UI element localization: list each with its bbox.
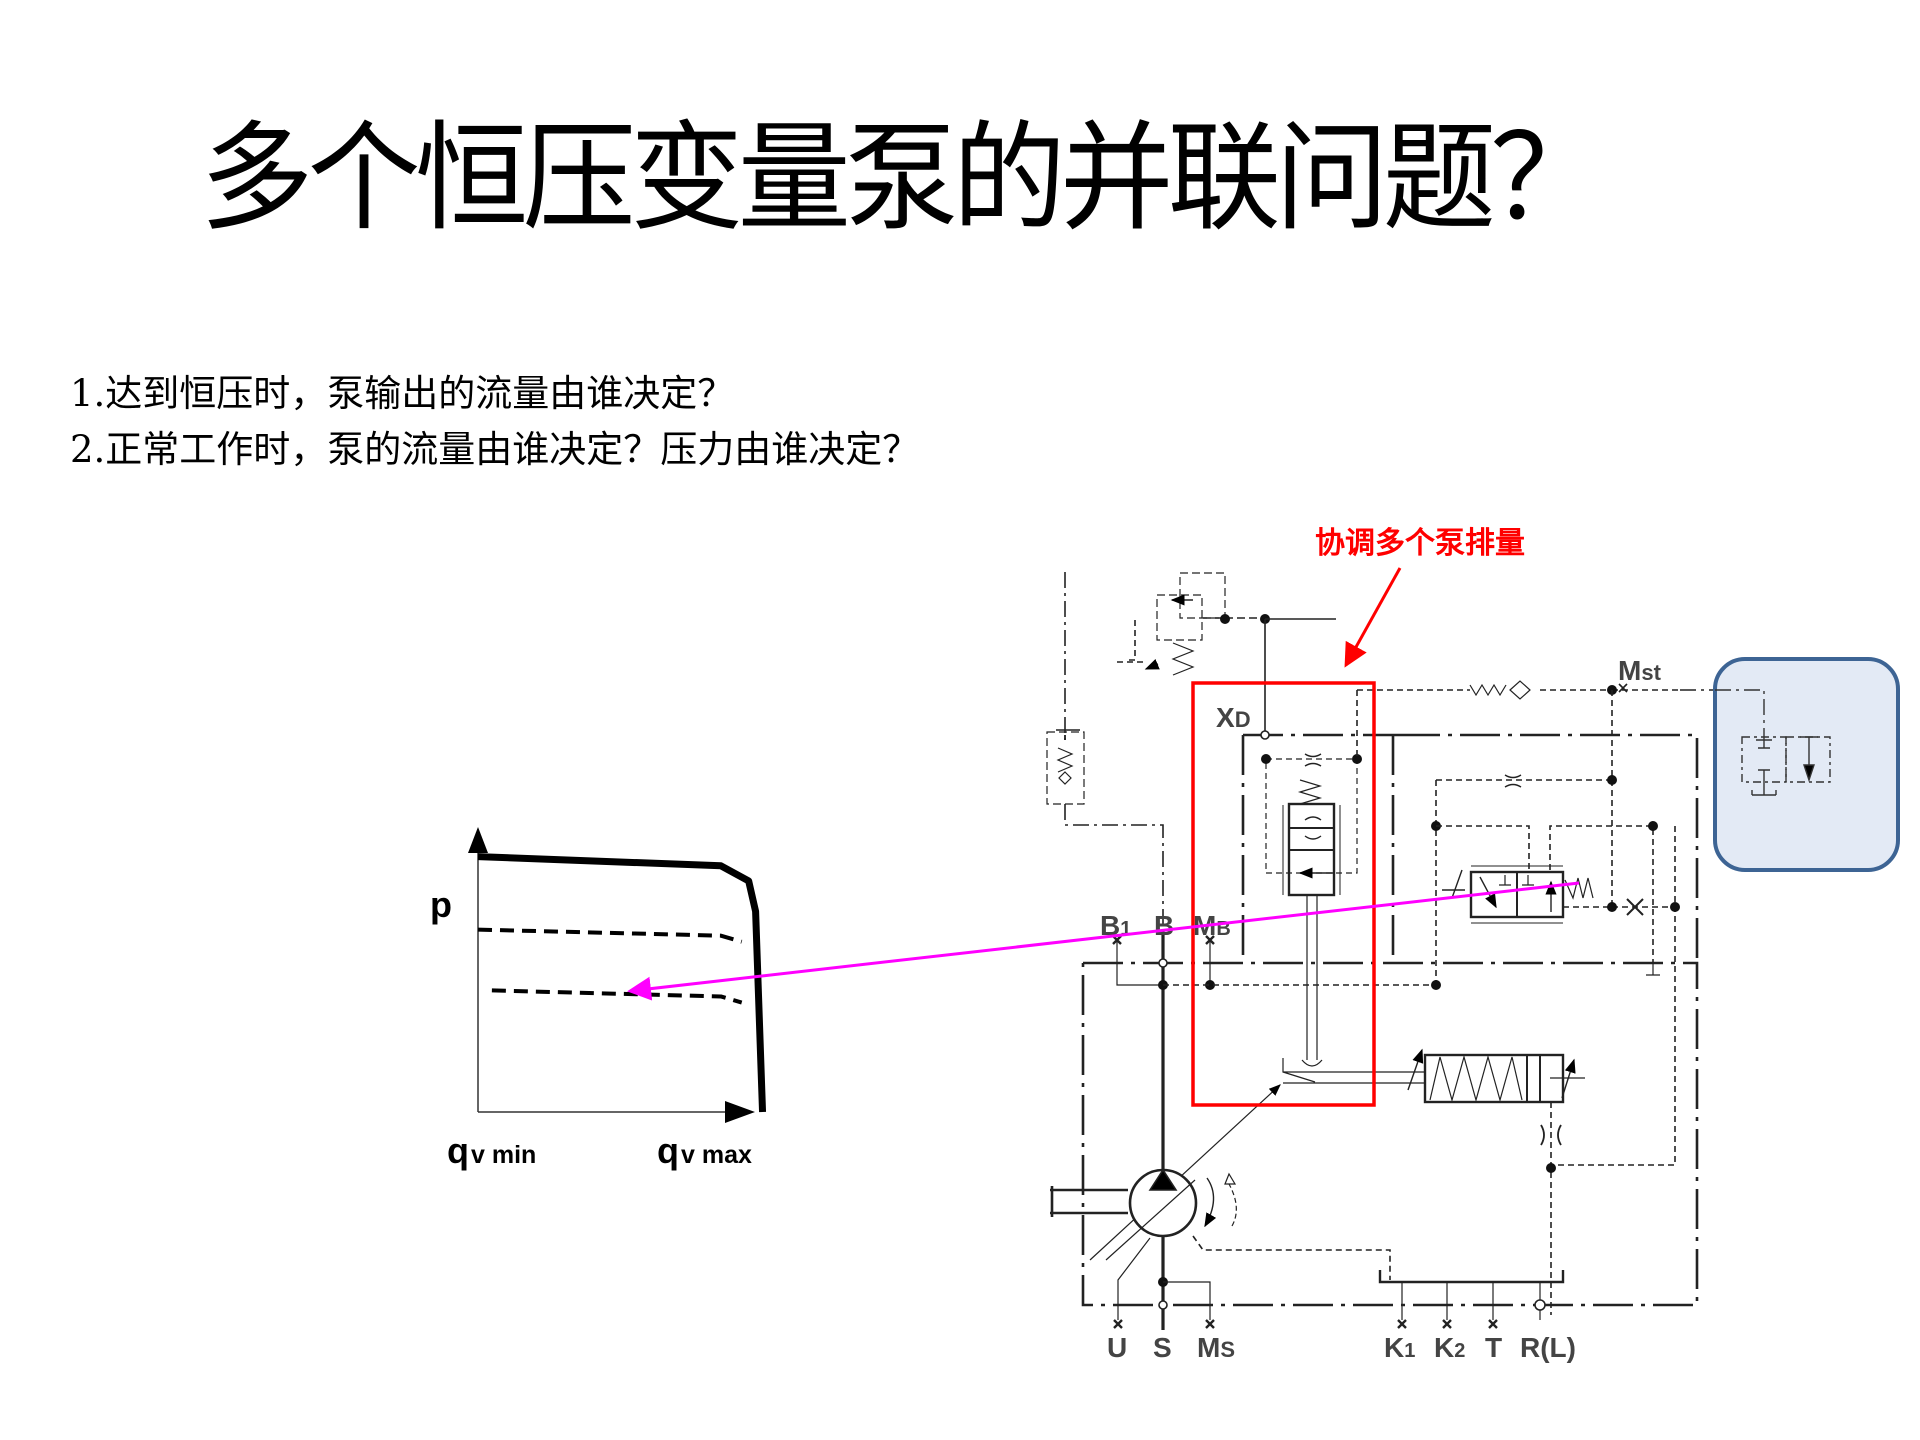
red-pointer-arrow bbox=[1344, 567, 1402, 668]
schematic-lines bbox=[1046, 572, 1761, 1330]
y-axis-label: p bbox=[430, 884, 452, 925]
slide-title: 多个恒压变量泵的并联问题？ bbox=[200, 109, 1604, 247]
highlight-box bbox=[1191, 681, 1376, 1107]
port-label-k2: K2 bbox=[1434, 1332, 1465, 1363]
pq-chart: p qv min qv max bbox=[430, 827, 767, 1171]
port-label-xd: XD bbox=[1216, 702, 1251, 733]
port-label-b: B bbox=[1154, 910, 1174, 941]
x-label-max: qv max bbox=[657, 1130, 752, 1171]
port-label-t: T bbox=[1485, 1332, 1502, 1363]
series-line-0 bbox=[477, 853, 767, 1113]
y-axis-arrow bbox=[468, 827, 488, 853]
chart-series bbox=[477, 853, 767, 1113]
annotation-label: 协调多个泵排量 bbox=[1315, 526, 1525, 561]
magenta-pointer-arrow bbox=[627, 881, 1580, 1001]
question-1: 1.达到恒压时，泵输出的流量由谁决定？ bbox=[70, 372, 735, 415]
port-label-ms: MS bbox=[1197, 1332, 1235, 1363]
port-labels: XD Mst B1 B MB U S MS K1 K2 T R(L) bbox=[1100, 655, 1662, 1363]
question-list: 1.达到恒压时，泵输出的流量由谁决定？ 2.正常工作时，泵的流量由谁决定？压力由… bbox=[70, 366, 919, 478]
port-label-k1: K1 bbox=[1384, 1332, 1415, 1363]
port-label-s: S bbox=[1153, 1332, 1172, 1363]
port-label-rl: R(L) bbox=[1520, 1332, 1576, 1363]
series-line-2 bbox=[491, 988, 743, 1005]
series-line-1 bbox=[477, 927, 743, 944]
callout-box bbox=[1713, 657, 1900, 872]
port-label-u: U bbox=[1107, 1332, 1127, 1363]
x-axis-arrow bbox=[725, 1101, 755, 1123]
port-label-mst: Mst bbox=[1618, 655, 1662, 686]
x-label-min: qv min bbox=[447, 1130, 536, 1171]
highlight-annotation: 协调多个泵排量 bbox=[1191, 526, 1525, 1107]
question-2: 2.正常工作时，泵的流量由谁决定？压力由谁决定？ bbox=[70, 428, 920, 471]
port-label-b1: B1 bbox=[1100, 910, 1131, 941]
